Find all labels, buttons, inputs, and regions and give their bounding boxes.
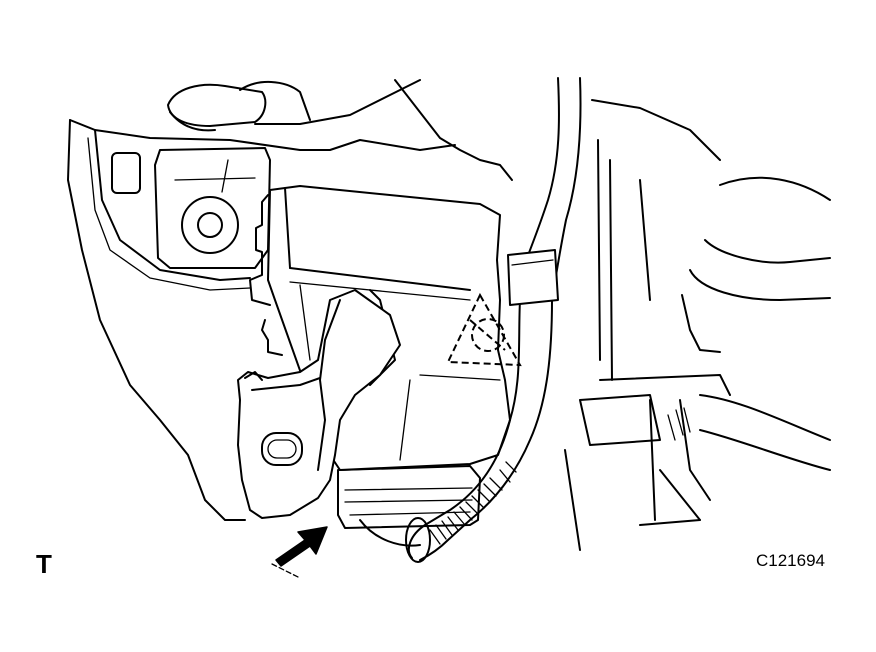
body-panel bbox=[67, 79, 513, 521]
right-side-structure bbox=[564, 99, 831, 551]
direction-arrow-icon bbox=[271, 526, 328, 579]
lock-lever bbox=[237, 289, 401, 519]
dashed-clip-location-icon bbox=[446, 292, 522, 367]
corner-letter-label: T bbox=[36, 549, 52, 579]
connector-body bbox=[337, 465, 481, 547]
wire-harness bbox=[405, 77, 582, 563]
figure-code-label: C121694 bbox=[756, 551, 826, 570]
